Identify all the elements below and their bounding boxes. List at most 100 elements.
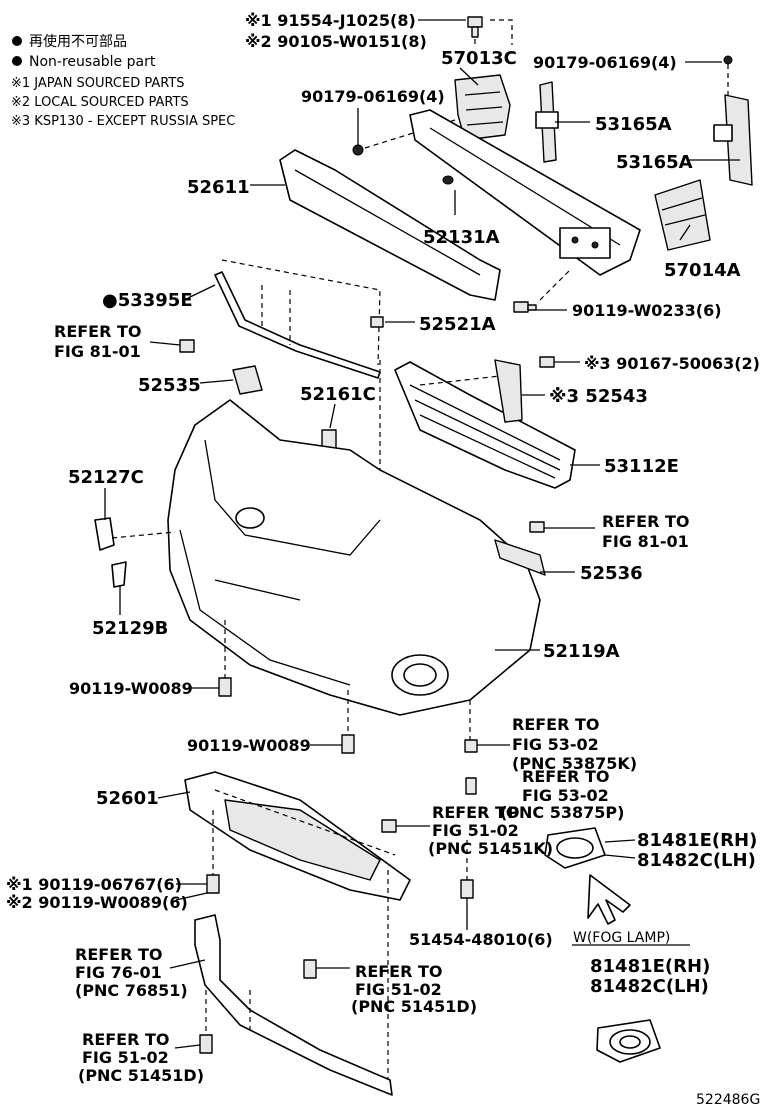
label-57014a: 57014A	[664, 260, 741, 281]
label-90167-50063: ※3 90167-50063(2)	[584, 354, 760, 373]
bracket-57013c-shape	[454, 74, 511, 141]
label-53112e: 53112E	[604, 456, 679, 477]
clip-icon	[464, 739, 478, 753]
label-w-fog-lamp: W(FOG LAMP)	[573, 930, 670, 946]
legend-note-1: ※1 JAPAN SOURCED PARTS	[11, 76, 185, 91]
fog-lamp-cover-top-shape	[544, 827, 606, 869]
label-81482c-lh-bottom: 81482C(LH)	[590, 976, 709, 997]
label-51454-48010: 51454-48010(6)	[409, 930, 553, 949]
legend-reuse-en: Non-reusable part	[29, 54, 156, 70]
label-90179-06169-left: 90179-06169(4)	[301, 87, 445, 106]
label-refer-51-02-d2-line2: FIG 51-02	[82, 1048, 169, 1067]
bolt-icon	[467, 16, 483, 38]
label-refer-53-02-k-line2: FIG 53-02	[512, 735, 599, 754]
label-52131a: 52131A	[423, 227, 500, 248]
label-53165a-upper: 53165A	[595, 114, 672, 135]
bracket-53165a-right-shape	[713, 55, 753, 186]
clip-icon	[529, 521, 545, 533]
nut-icon	[352, 144, 364, 156]
retainer-52536-shape	[494, 539, 546, 576]
under-cover-52601-shape	[184, 771, 411, 901]
bolt-icon	[206, 874, 220, 894]
label-52129b: 52129B	[92, 618, 168, 639]
label-90119-w0089-a: 90119-W0089	[69, 679, 193, 698]
label-90119-w0233: 90119-W0233(6)	[572, 301, 722, 320]
cover-52129b-shape	[111, 561, 127, 588]
absorber-52611-shape	[279, 149, 501, 301]
label-refer-51-02-d-line3: (PNC 51451D)	[351, 997, 477, 1016]
grille-53112e-shape	[394, 361, 576, 489]
non-reusable-bullet-icon	[12, 36, 22, 46]
non-reusable-bullet-icon	[12, 56, 22, 66]
arrow-icon	[587, 874, 631, 925]
label-52543: ※3 52543	[549, 386, 648, 407]
label-refer-81-01-a-line2: FIG 81-01	[54, 342, 141, 361]
label-refer-53-02-p-line2: FIG 53-02	[522, 786, 609, 805]
clip-icon	[370, 316, 384, 328]
moulding-53395e-shape	[214, 271, 381, 379]
label-52536: 52536	[580, 563, 643, 584]
label-52611: 52611	[187, 177, 250, 198]
label-refer-76-01-line2: FIG 76-01	[75, 963, 162, 982]
bolt-icon	[199, 1034, 213, 1054]
label-52119a: 52119A	[543, 641, 620, 662]
label-refer-51-02-k-line2: FIG 51-02	[432, 821, 519, 840]
legend: 再使用不可部品 Non-reusable part ※1 JAPAN SOURC…	[11, 33, 235, 129]
label-90119-w0089-c: ※2 90119-W0089(6)	[6, 893, 188, 912]
fog-lamp-cover-bottom-shape	[596, 1019, 661, 1063]
label-81482c-lh-top: 81482C(LH)	[637, 850, 756, 871]
label-57013c: 57013C	[441, 48, 517, 69]
label-refer-76-01-line1: REFER TO	[75, 945, 163, 964]
label-53395e: ●53395E	[102, 290, 193, 311]
label-53165a-lower: 53165A	[616, 152, 693, 173]
label-91554-j1025: ※1 91554-J1025(8)	[245, 11, 416, 30]
bolt-icon	[303, 959, 317, 979]
label-52521a: 52521A	[419, 314, 496, 335]
clip-icon	[179, 339, 195, 353]
label-refer-51-02-d2-line3: (PNC 51451D)	[78, 1066, 204, 1085]
label-refer-51-02-k-line1: REFER TO	[432, 803, 520, 822]
label-refer-51-02-d-line2: FIG 51-02	[355, 980, 442, 999]
label-refer-51-02-d-line1: REFER TO	[355, 962, 443, 981]
label-81481e-rh-bottom: 81481E(RH)	[590, 956, 710, 977]
bolt-icon	[460, 879, 474, 899]
label-refer-76-01-line3: (PNC 76851)	[75, 981, 188, 1000]
label-refer-51-02-d2-line1: REFER TO	[82, 1030, 170, 1049]
bolt-icon	[218, 677, 232, 697]
legend-note-3: ※3 KSP130 - EXCEPT RUSSIA SPEC	[11, 114, 235, 129]
clip-icon	[381, 819, 397, 833]
bolt-icon	[465, 777, 477, 795]
cover-52543-shape	[494, 359, 523, 423]
figure-code: 522486G	[696, 1092, 760, 1108]
leader-lines	[104, 19, 740, 1049]
bracket-57014a-shape	[654, 179, 711, 251]
label-52535: 52535	[138, 375, 201, 396]
label-refer-53-02-p-line1: REFER TO	[522, 767, 610, 786]
label-52127c: 52127C	[68, 467, 144, 488]
legend-note-2: ※2 LOCAL SOURCED PARTS	[11, 95, 189, 110]
label-refer-53-02-k-line1: REFER TO	[512, 715, 600, 734]
spoiler-76851-shape	[194, 870, 393, 1096]
cover-52127c-shape	[94, 517, 115, 551]
label-90119-06767: ※1 90119-06767(6)	[6, 875, 182, 894]
retainer-52535-shape	[232, 365, 263, 395]
reinforcement-52131a-shape	[409, 109, 641, 276]
bumper-cover-52119a-shape	[167, 399, 541, 716]
clip-icon	[539, 356, 555, 368]
label-refer-81-01-a-line1: REFER TO	[54, 322, 142, 341]
legend-reuse-cn: 再使用不可部品	[29, 33, 127, 50]
label-refer-81-01-b-line1: REFER TO	[602, 512, 690, 531]
label-refer-51-02-k-line3: (PNC 51451K)	[428, 839, 553, 858]
label-81481e-rh-top: 81481E(RH)	[637, 830, 757, 851]
bolt-icon	[341, 734, 355, 754]
label-90179-06169-right: 90179-06169(4)	[533, 53, 677, 72]
label-refer-53-02-k-line3: (PNC 53875K)	[512, 754, 637, 773]
label-52601: 52601	[96, 788, 159, 809]
label-90105-w0151: ※2 90105-W0151(8)	[245, 32, 427, 51]
label-refer-81-01-b-line2: FIG 81-01	[602, 532, 689, 551]
bracket-53165a-left-shape	[535, 81, 559, 163]
label-90119-w0089-b: 90119-W0089	[187, 736, 311, 755]
label-52161c: 52161C	[300, 384, 376, 405]
label-refer-53-02-p-line3: (PNC 53875P)	[500, 803, 624, 822]
